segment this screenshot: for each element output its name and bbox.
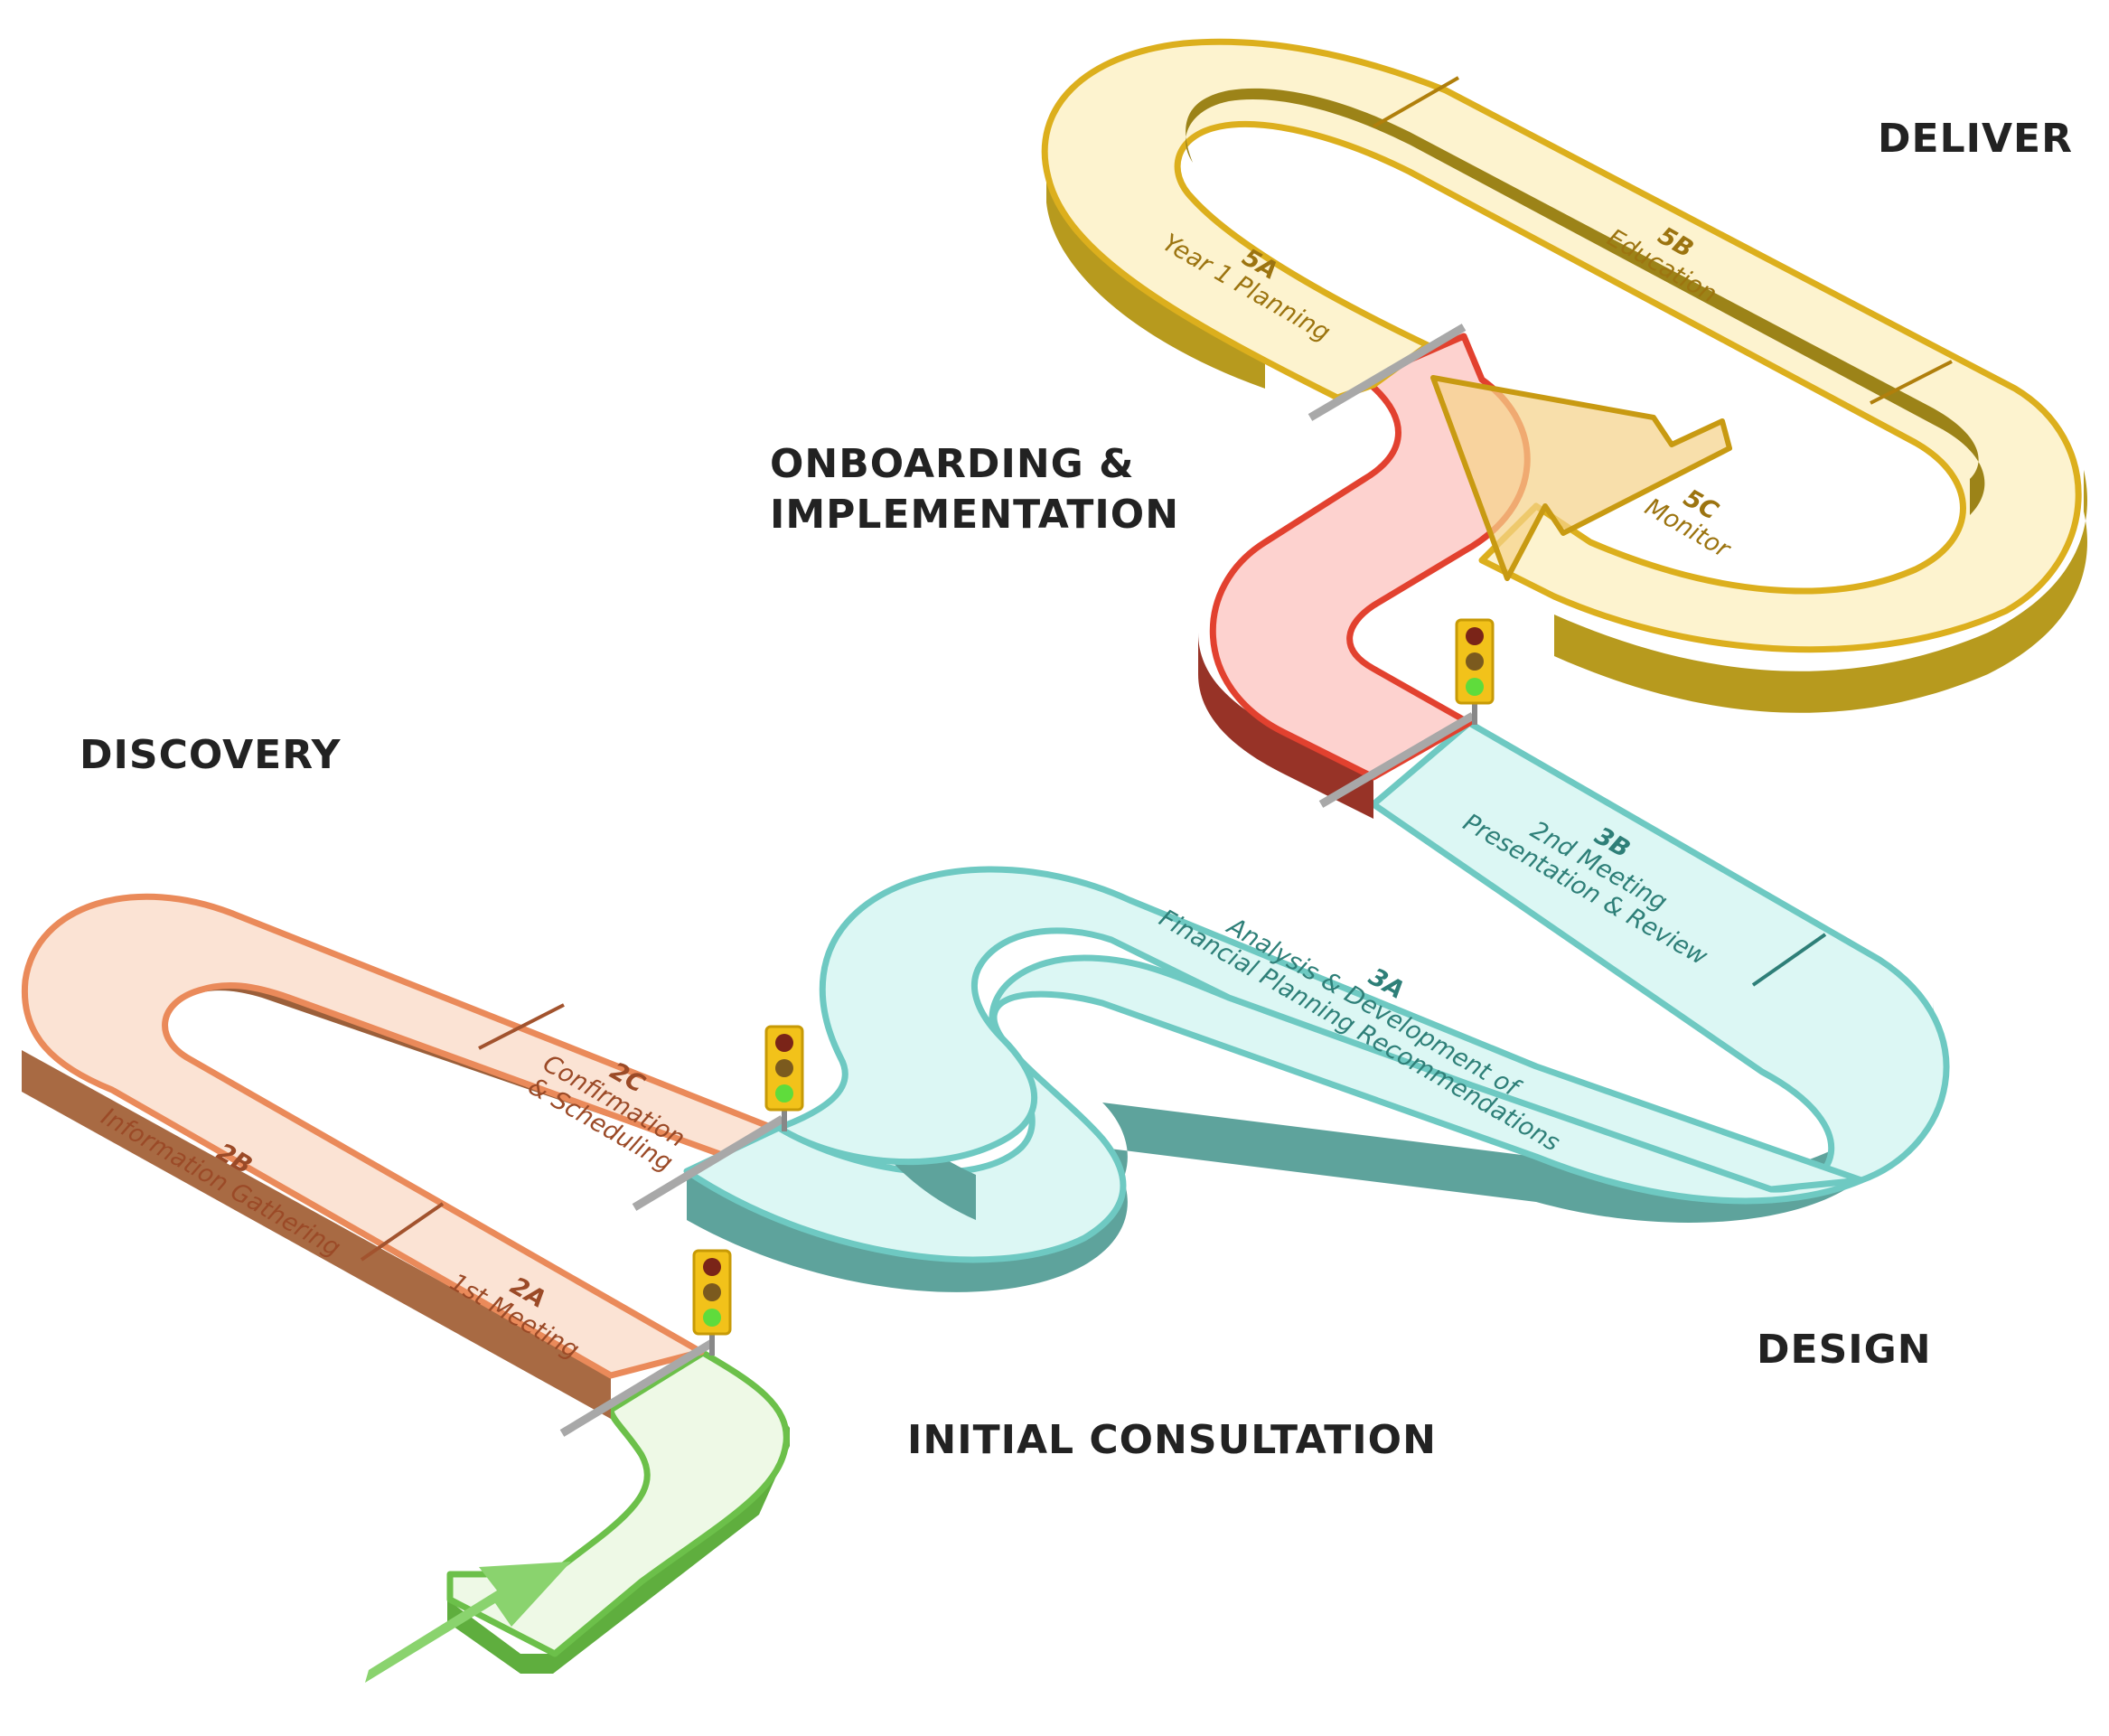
gate-design-onboarding bbox=[1318, 712, 1476, 808]
divider-3a-3b bbox=[1751, 933, 1827, 987]
road-discovery bbox=[21, 893, 781, 1419]
gate-discovery-design bbox=[632, 1115, 785, 1211]
gate-onboarding-deliver bbox=[1308, 324, 1467, 421]
divider-5a-5b bbox=[1373, 76, 1459, 128]
road-deliver bbox=[1041, 38, 2087, 713]
stage-deliver-label: DELIVER bbox=[1878, 116, 2073, 162]
loop-back-arrow-icon bbox=[1430, 375, 1732, 581]
traffic-light-icon bbox=[1455, 618, 1495, 725]
stage-initial-consultation-label: INITIAL CONSULTATION bbox=[907, 1417, 1437, 1463]
teal-road-side bbox=[687, 1001, 1934, 1292]
orange-road-top bbox=[21, 893, 781, 1379]
traffic-light-icon bbox=[692, 1249, 732, 1356]
gate-initial-discovery bbox=[559, 1339, 715, 1437]
divider-2a-2b bbox=[360, 1202, 445, 1262]
start-arrow-icon bbox=[365, 1562, 571, 1683]
road-design-loop bbox=[775, 866, 1865, 1220]
stage-discovery-label: DISCOVERY bbox=[80, 732, 342, 778]
stage-onboarding-label-line2: IMPLEMENTATION bbox=[770, 492, 1179, 538]
stage-gates bbox=[559, 324, 1476, 1437]
green-road-side bbox=[447, 1412, 790, 1674]
divider-2b-2c bbox=[478, 1003, 565, 1050]
traffic-light-icon bbox=[764, 1025, 804, 1131]
divider-5b-5c bbox=[1870, 360, 1953, 405]
teal-loop-top bbox=[775, 866, 1865, 1193]
road-initial-consultation bbox=[365, 1349, 790, 1683]
red-road-side bbox=[1198, 633, 1373, 819]
yellow-road-side-right bbox=[1554, 470, 2087, 713]
orange-road-side bbox=[22, 1050, 611, 1419]
stage-design-label: DESIGN bbox=[1757, 1327, 1932, 1373]
stage-onboarding-label-line1: ONBOARDING & bbox=[770, 441, 1134, 487]
